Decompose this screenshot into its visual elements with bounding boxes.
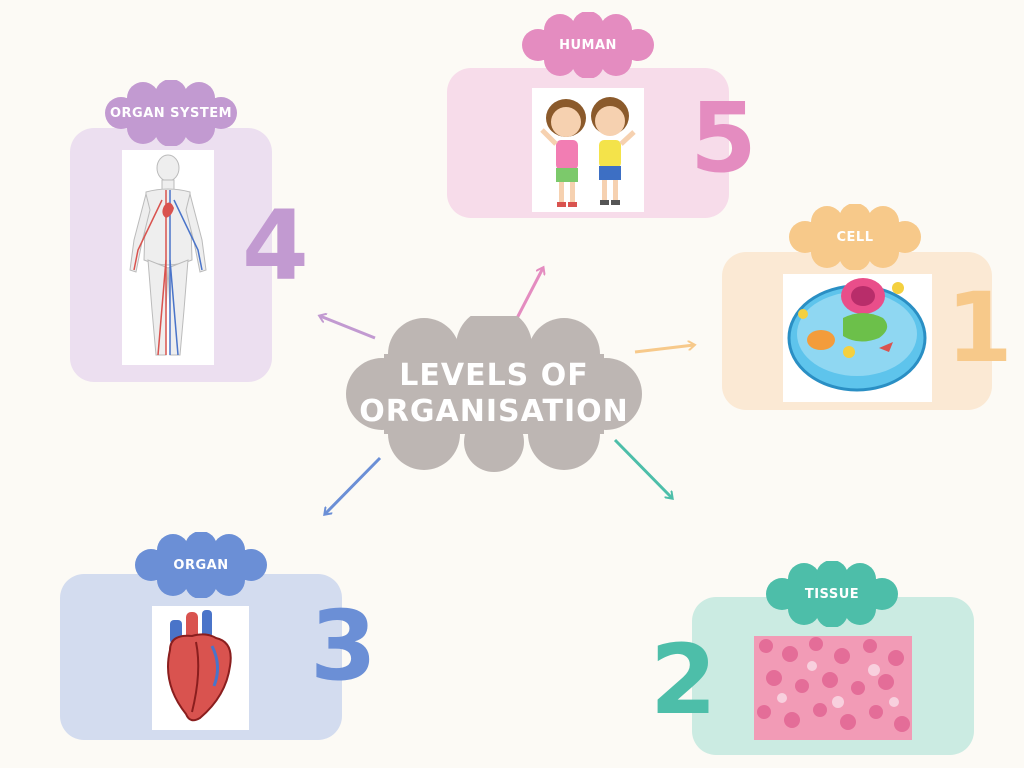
heart-icon (152, 606, 249, 730)
human-label: HUMAN (559, 37, 617, 53)
organ-system-label: ORGAN SYSTEM (109, 105, 233, 121)
tissue-micrograph-icon (754, 636, 912, 740)
organ-label-cloud: ORGAN (133, 532, 269, 598)
cell-label: CELL (836, 229, 874, 245)
diagram-title: LEVELS OF ORGANISATION (359, 358, 629, 429)
circulatory-system-icon (122, 150, 214, 365)
center-title-cloud: LEVELS OF ORGANISATION (344, 316, 644, 472)
level-number-5: 5 (690, 82, 757, 194)
arrow-to-tissue (613, 438, 672, 498)
tissue-label: TISSUE (804, 586, 860, 602)
level-number-4: 4 (242, 190, 309, 302)
arrow-to-organ (325, 456, 382, 514)
arrow-to-organ-system (320, 316, 376, 340)
cell-label-cloud: CELL (787, 204, 923, 270)
level-number-2: 2 (650, 624, 717, 736)
organ-system-label-cloud: ORGAN SYSTEM (103, 80, 239, 146)
level-number-3: 3 (310, 590, 377, 702)
human-label-cloud: HUMAN (520, 12, 656, 78)
tissue-label-cloud: TISSUE (764, 561, 900, 627)
arrow-to-cell (634, 345, 694, 354)
children-icon (532, 88, 644, 212)
organ-label: ORGAN (173, 557, 229, 573)
arrow-to-human (513, 268, 543, 323)
level-number-1: 1 (946, 272, 1013, 384)
animal-cell-icon (783, 274, 932, 402)
